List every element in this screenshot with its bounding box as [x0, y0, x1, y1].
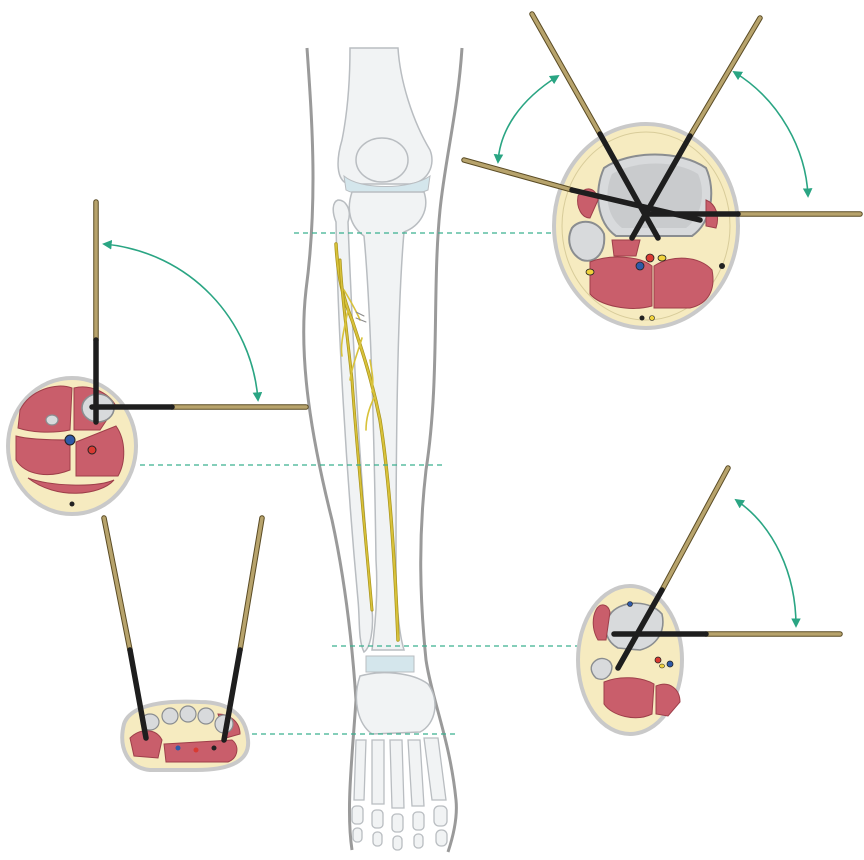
artery-dot [646, 254, 654, 262]
fibula-section [569, 222, 604, 261]
ankle-cartilage [366, 656, 414, 672]
needle-left [104, 518, 146, 738]
proximal-leg-section [464, 14, 860, 328]
patella-bone [356, 138, 408, 182]
foot-section [104, 518, 262, 770]
fibula-section-distal [591, 659, 612, 680]
vein-dot [636, 262, 644, 270]
toe-phalanges [352, 806, 447, 850]
leg-drawing [304, 48, 462, 852]
metatarsal-bones [354, 738, 446, 808]
angle-arc-right [734, 72, 808, 196]
angle-arc-left [498, 76, 558, 162]
angle-arc-distal [736, 500, 796, 626]
mid-leg-section [8, 202, 306, 514]
tarsal-bones [356, 673, 435, 734]
fibula-section-mid [46, 415, 58, 425]
nerve-dot [658, 255, 666, 261]
needle-right [224, 518, 262, 740]
distal-leg-section [578, 468, 840, 734]
mid-needles [92, 202, 306, 422]
angle-arc-mid [104, 244, 258, 400]
